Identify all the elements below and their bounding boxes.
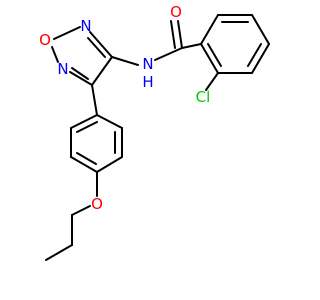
bond-c3-c4 — [91, 56, 113, 86]
bond-ar1-f-inner — [76, 121, 98, 133]
bond-c4-nleft — [69, 71, 93, 86]
bond-oether-ch2 — [71, 205, 91, 216]
atom-label-oxygen-ring: O — [39, 31, 51, 49]
bond-ar2-c — [251, 14, 270, 45]
atom-label-nitrogen-ring-left: N — [57, 60, 68, 78]
bond-c4-ar1 — [91, 84, 98, 116]
bond-ar2-f — [200, 43, 219, 74]
bond-ar1-f — [70, 114, 98, 129]
bond-ntop-c3-inner — [87, 37, 106, 58]
bond-ar1-a — [96, 114, 123, 129]
bond-ar2-cl — [205, 72, 219, 91]
bond-ar1-c — [96, 156, 123, 173]
bonds — [45, 14, 270, 261]
bond-c3-nh — [111, 56, 139, 66]
bond-ar1-d — [70, 156, 98, 173]
atom-label-chlorine: Cl — [196, 88, 211, 106]
bond-ar2-a — [200, 14, 219, 45]
atom-labels: O O N N N H Cl O — [39, 3, 210, 213]
bond-ccarbonyl-o — [177, 20, 183, 49]
atom-label-oxygen-carbonyl: O — [170, 3, 182, 21]
bond-ccarbonyl-o-double — [170, 20, 176, 49]
bond-ar2-d — [251, 43, 270, 74]
atom-label-nitrogen-ring-top: N — [80, 17, 91, 35]
structure-canvas: O O N N N H Cl O — [39, 3, 270, 261]
bond-ch2-ch3 — [45, 244, 73, 261]
bond-ar2-f-inner — [207, 43, 222, 67]
molecule-diagram: O O N N N H Cl O — [39, 3, 270, 261]
bond-c4-nleft-inner — [71, 67, 89, 80]
bond-nleft-oring — [51, 46, 59, 63]
atom-label-nitrogen-amide: N — [142, 55, 153, 73]
bond-nh-ccarbonyl — [154, 47, 183, 61]
bond-oring-ntop — [53, 26, 81, 40]
bond-ccarbonyl-ring — [181, 43, 202, 49]
bond-ntop-c3 — [89, 31, 113, 58]
bond-ar1-d-inner — [76, 152, 97, 165]
atom-label-oxygen-ether: O — [91, 195, 103, 213]
atom-label-hydrogen-amide: H — [142, 73, 153, 91]
bond-ar2-d-inner — [247, 43, 262, 67]
